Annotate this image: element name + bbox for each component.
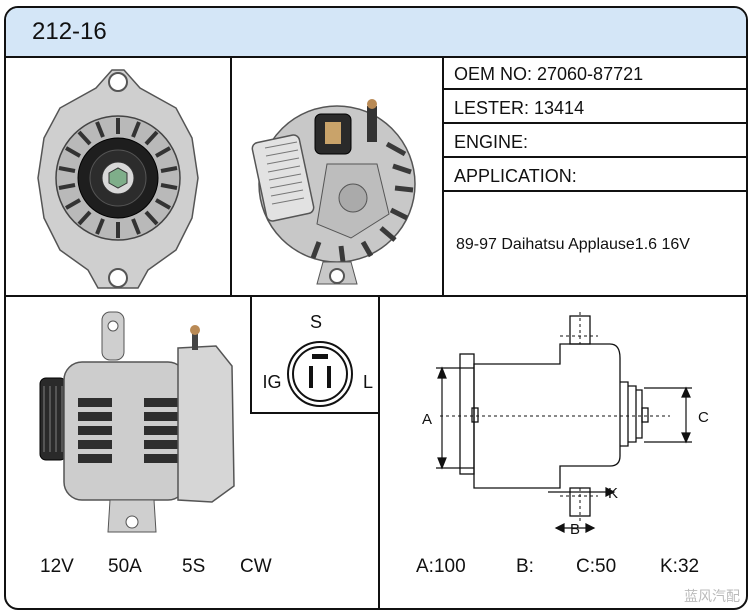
dimension-value-b: B:	[516, 556, 534, 577]
divider-vertical-top-right	[442, 56, 444, 296]
application-value: 89-97 Daihatsu Applause1.6 16V	[456, 236, 690, 253]
alternator-side-view	[39, 311, 235, 533]
divider-vertical-bottom-right	[378, 296, 380, 608]
part-number-title: 212-16	[32, 18, 107, 45]
connector-label-l: L	[363, 372, 373, 392]
dimension-value-a: A:100	[416, 556, 466, 577]
spec-pulley: 5S	[182, 556, 206, 577]
connector-label-ig: IG	[262, 372, 281, 392]
oem-number: OEM NO: 27060-87721	[444, 58, 746, 90]
spec-rotation: CW	[240, 556, 272, 577]
dimension-value-k: K:32	[660, 556, 700, 577]
divider-horizontal-middle	[6, 295, 746, 297]
application-label: APPLICATION:	[444, 160, 746, 192]
divider-horizontal-connector	[250, 412, 380, 414]
connector-plug-outline	[287, 341, 353, 407]
spec-sheet: 212-16 OEM NO: 27060-87721 LESTER: 13414…	[4, 6, 748, 610]
divider-vertical-top-left	[230, 56, 232, 296]
watermark: 蓝风汽配	[684, 588, 740, 604]
lester-number: LESTER: 13414	[444, 92, 746, 124]
connector-pin-ig	[309, 366, 313, 388]
dimension-label-a: A	[422, 411, 432, 428]
dimension-label-k: K	[608, 485, 618, 502]
spec-voltage: 12V	[40, 556, 74, 577]
dimension-label-b: B	[570, 521, 580, 538]
spec-amperage: 50A	[108, 556, 142, 577]
connector-pin-s	[312, 354, 328, 359]
connector-label-s: S	[310, 312, 322, 332]
dimension-value-c: C:50	[576, 556, 617, 577]
title-bar: 212-16	[6, 8, 746, 58]
alternator-front-view	[37, 69, 199, 289]
connector-diagram: S IG L	[262, 312, 373, 407]
engine-label: ENGINE:	[444, 126, 746, 158]
divider-vertical-bottom-left	[250, 296, 252, 414]
connector-pin-l	[327, 366, 331, 388]
dimension-label-c: C	[698, 409, 709, 426]
dimension-drawing: A C B K	[422, 312, 709, 538]
alternator-rear-view	[251, 99, 416, 285]
